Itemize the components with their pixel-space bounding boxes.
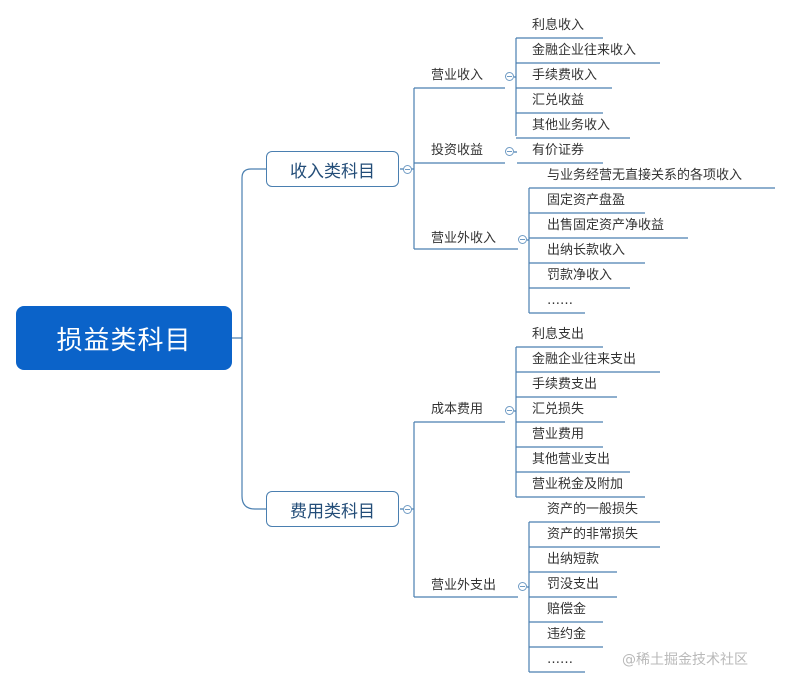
collapse-toggle-icon[interactable]: [505, 406, 514, 415]
sub-cost-expense[interactable]: 成本费用: [431, 402, 484, 417]
leaf-item[interactable]: 罚没支出: [547, 577, 600, 592]
leaf-item[interactable]: 汇兑损失: [532, 402, 585, 417]
leaf-item[interactable]: 与业务经营无直接关系的各项收入: [547, 168, 743, 183]
sub-underline: [431, 87, 518, 598]
collapse-toggle-icon[interactable]: [518, 582, 527, 591]
leaf-item[interactable]: 手续费收入: [532, 68, 598, 83]
root-connector: [232, 168, 266, 510]
branch-expense[interactable]: 费用类科目: [266, 491, 399, 527]
branch-income[interactable]: 收入类科目: [266, 151, 399, 187]
leaf-item[interactable]: 手续费支出: [532, 377, 598, 392]
root-node[interactable]: 损益类科目: [16, 306, 232, 370]
leaf-item[interactable]: 固定资产盘盈: [547, 193, 626, 208]
watermark: @稀土掘金技术社区: [622, 652, 748, 668]
collapse-toggle-icon[interactable]: [505, 147, 514, 156]
sub-nonoperating-income[interactable]: 营业外收入: [431, 231, 497, 246]
leaf-item[interactable]: 利息收入: [532, 18, 585, 33]
collapse-toggle-icon[interactable]: [505, 72, 514, 81]
sub-nonoperating-expense[interactable]: 营业外支出: [431, 578, 497, 593]
leaf-item[interactable]: 有价证券: [532, 143, 585, 158]
collapse-toggle-icon[interactable]: [403, 505, 412, 514]
leaf-item[interactable]: 资产的一般损失: [547, 502, 639, 517]
leaf-connector: [514, 151, 603, 164]
sub-operating-income[interactable]: 营业收入: [431, 68, 484, 83]
leaf-item[interactable]: 营业税金及附加: [532, 477, 624, 492]
leaf-item[interactable]: 汇兑收益: [532, 93, 585, 108]
leaf-item[interactable]: 出纳短款: [547, 552, 600, 567]
collapse-toggle-icon[interactable]: [518, 235, 527, 244]
leaf-item[interactable]: 营业费用: [532, 427, 585, 442]
leaf-item[interactable]: ……: [547, 652, 573, 667]
leaf-item[interactable]: 金融企业往来收入: [532, 43, 637, 58]
leaf-connector: [514, 37, 660, 139]
leaf-connector: [527, 521, 660, 673]
leaf-item[interactable]: 出纳长款收入: [547, 243, 626, 258]
collapse-toggle-icon[interactable]: [403, 165, 412, 174]
leaf-item[interactable]: 罚款净收入: [547, 268, 613, 283]
leaf-item[interactable]: 违约金: [547, 627, 587, 642]
leaf-item[interactable]: ……: [547, 293, 573, 308]
leaf-item[interactable]: 其他营业支出: [532, 452, 611, 467]
leaf-item[interactable]: 赔偿金: [547, 602, 587, 617]
leaf-item[interactable]: 利息支出: [532, 327, 585, 342]
leaf-item[interactable]: 资产的非常损失: [547, 527, 639, 542]
sub-investment-income[interactable]: 投资收益: [431, 143, 484, 158]
leaf-connector: [514, 346, 660, 498]
leaf-item[interactable]: 金融企业往来支出: [532, 352, 637, 367]
leaf-item[interactable]: 出售固定资产净收益: [547, 218, 665, 233]
leaf-connector: [527, 187, 775, 314]
leaf-item[interactable]: 其他业务收入: [532, 118, 611, 133]
